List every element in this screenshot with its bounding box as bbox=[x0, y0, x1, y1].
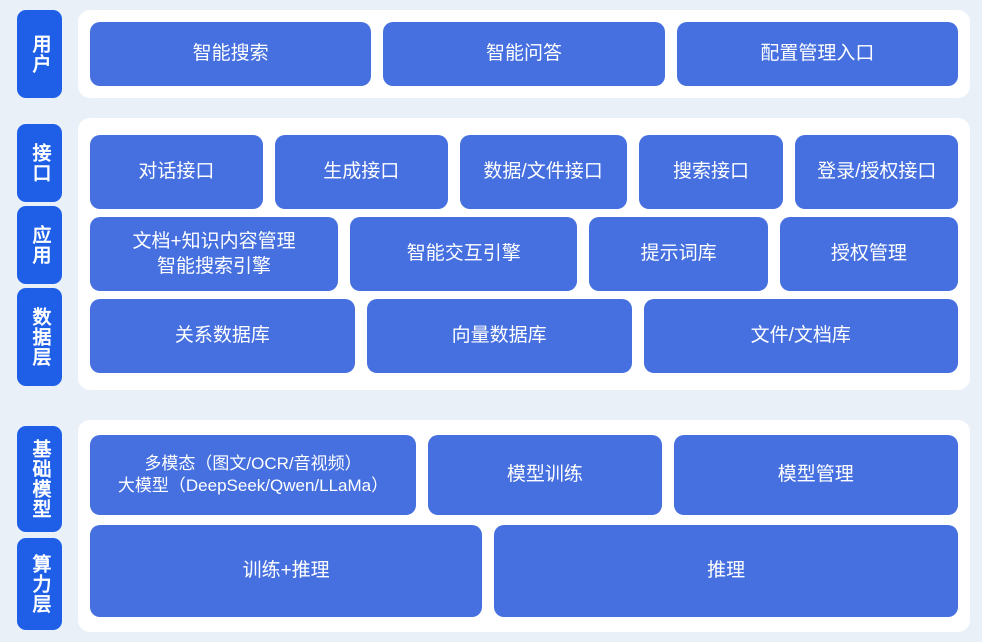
card-vector-database-label: 向量数据库 bbox=[451, 325, 547, 347]
card-prompt-library-label: 提示词库 bbox=[640, 243, 717, 265]
foundation-model-row: 多模态（图文/OCR/音视频） 大模型（DeepSeek/Qwen/LLaMa）… bbox=[90, 435, 958, 515]
card-prompt-library[interactable]: 提示词库 bbox=[589, 217, 768, 291]
card-train-plus-inference[interactable]: 训练+推理 bbox=[90, 525, 483, 617]
card-model-training[interactable]: 模型训练 bbox=[428, 435, 662, 515]
card-login-auth-api-label: 登录/授权接口 bbox=[817, 161, 937, 183]
rail-tab-compute-layer-label: 算力层 bbox=[29, 554, 51, 614]
card-generation-api-label: 生成接口 bbox=[323, 161, 400, 183]
card-relational-database[interactable]: 关系数据库 bbox=[90, 299, 355, 373]
card-auth-management-label: 授权管理 bbox=[830, 243, 907, 265]
card-smart-qa-label: 智能问答 bbox=[485, 43, 562, 65]
card-data-file-api[interactable]: 数据/文件接口 bbox=[459, 135, 627, 209]
card-smart-interaction-engine-label: 智能交互引擎 bbox=[406, 243, 521, 265]
rail-tab-data-layer-label: 数据层 bbox=[29, 307, 51, 367]
card-smart-search-label: 智能搜索 bbox=[192, 43, 269, 65]
card-smart-search[interactable]: 智能搜索 bbox=[90, 22, 372, 86]
card-auth-management[interactable]: 授权管理 bbox=[779, 217, 958, 291]
card-dialog-api[interactable]: 对话接口 bbox=[90, 135, 263, 209]
rail-tab-user-label: 用户 bbox=[29, 34, 51, 74]
card-inference[interactable]: 推理 bbox=[494, 525, 958, 617]
card-file-document-store-label: 文件/文档库 bbox=[750, 325, 851, 347]
panel-user-layer: 智能搜索 智能问答 配置管理入口 bbox=[78, 10, 970, 98]
card-login-auth-api[interactable]: 登录/授权接口 bbox=[795, 135, 959, 209]
card-smart-interaction-engine[interactable]: 智能交互引擎 bbox=[350, 217, 578, 291]
card-doc-knowledge-management[interactable]: 文档+知识内容管理 智能搜索引擎 bbox=[90, 217, 339, 291]
rail-tab-interface[interactable]: 接口 bbox=[17, 124, 62, 202]
interface-row: 对话接口 生成接口 数据/文件接口 搜索接口 登录/授权接口 bbox=[90, 135, 959, 209]
card-model-management[interactable]: 模型管理 bbox=[673, 435, 958, 515]
card-data-file-api-label: 数据/文件接口 bbox=[483, 161, 603, 183]
rail-tab-interface-label: 接口 bbox=[29, 143, 51, 183]
panel-base-layers: 多模态（图文/OCR/音视频） 大模型（DeepSeek/Qwen/LLaMa）… bbox=[78, 420, 970, 632]
card-config-admin-entry[interactable]: 配置管理入口 bbox=[676, 22, 958, 86]
data-row: 关系数据库 向量数据库 文件/文档库 bbox=[90, 299, 958, 373]
card-doc-knowledge-management-label: 文档+知识内容管理 智能搜索引擎 bbox=[132, 230, 296, 277]
card-generation-api[interactable]: 生成接口 bbox=[274, 135, 448, 209]
rail-tab-foundation-model-label: 基础模型 bbox=[29, 439, 51, 519]
application-row: 文档+知识内容管理 智能搜索引擎 智能交互引擎 提示词库 授权管理 bbox=[90, 217, 958, 291]
card-inference-label: 推理 bbox=[707, 560, 746, 582]
card-smart-qa[interactable]: 智能问答 bbox=[383, 22, 665, 86]
card-multimodal-llm[interactable]: 多模态（图文/OCR/音视频） 大模型（DeepSeek/Qwen/LLaMa） bbox=[90, 435, 417, 515]
card-config-admin-entry-label: 配置管理入口 bbox=[760, 43, 875, 65]
card-dialog-api-label: 对话接口 bbox=[138, 161, 215, 183]
user-row: 智能搜索 智能问答 配置管理入口 bbox=[90, 22, 958, 86]
card-train-plus-inference-label: 训练+推理 bbox=[242, 560, 330, 582]
rail-tab-compute-layer[interactable]: 算力层 bbox=[17, 538, 62, 630]
rail-tab-application-label: 应用 bbox=[29, 225, 51, 265]
card-multimodal-llm-label: 多模态（图文/OCR/音视频） 大模型（DeepSeek/Qwen/LLaMa） bbox=[117, 453, 389, 495]
rail-tab-application[interactable]: 应用 bbox=[17, 206, 62, 284]
card-relational-database-label: 关系数据库 bbox=[174, 325, 270, 347]
rail-tab-data-layer[interactable]: 数据层 bbox=[17, 288, 62, 386]
card-file-document-store[interactable]: 文件/文档库 bbox=[643, 299, 958, 373]
card-search-api-label: 搜索接口 bbox=[673, 161, 750, 183]
rail-tab-foundation-model[interactable]: 基础模型 bbox=[17, 426, 62, 532]
card-search-api[interactable]: 搜索接口 bbox=[638, 135, 784, 209]
panel-middle-layers: 对话接口 生成接口 数据/文件接口 搜索接口 登录/授权接口 文档+知识内容管理… bbox=[78, 118, 970, 390]
compute-row: 训练+推理 推理 bbox=[90, 525, 958, 617]
card-model-training-label: 模型训练 bbox=[506, 464, 583, 486]
card-vector-database[interactable]: 向量数据库 bbox=[366, 299, 632, 373]
card-model-management-label: 模型管理 bbox=[777, 464, 854, 486]
rail-tab-user[interactable]: 用户 bbox=[17, 10, 62, 98]
